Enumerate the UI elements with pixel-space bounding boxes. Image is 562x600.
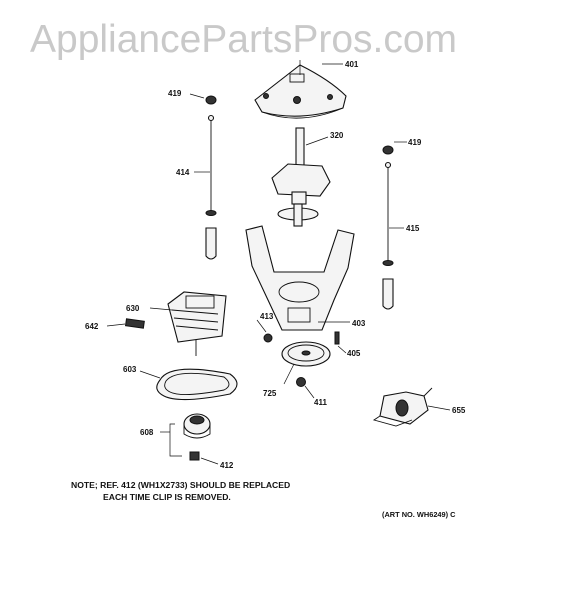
transmission-320[interactable]: 320	[271, 127, 344, 227]
clip-642[interactable]: 642	[85, 318, 145, 331]
cap-419-left[interactable]: 419	[168, 89, 217, 105]
nut-411[interactable]: 411	[296, 377, 328, 408]
label-603: 603	[123, 365, 137, 374]
pulley-725[interactable]: 725	[263, 341, 331, 398]
label-412: 412	[220, 461, 234, 470]
label-630: 630	[126, 304, 140, 313]
label-419-right: 419	[408, 138, 422, 147]
label-415: 415	[406, 224, 420, 233]
label-419-left: 419	[168, 89, 182, 98]
cover-401[interactable]: 401	[254, 60, 359, 119]
coupling-608[interactable]: 608	[140, 413, 211, 457]
motor-630[interactable]: 630	[126, 291, 227, 356]
clip-412[interactable]: 412	[189, 451, 234, 470]
watermark: AppliancePartsPros.com	[30, 18, 457, 61]
label-401: 401	[345, 60, 359, 69]
suspension-rod-414[interactable]: 414	[176, 114, 217, 260]
cap-419-right[interactable]: 419	[382, 138, 422, 155]
nut-413[interactable]: 413	[256, 312, 274, 343]
note-line-2: EACH TIME CLIP IS REMOVED.	[103, 492, 231, 502]
label-608: 608	[140, 428, 154, 437]
suspension-rod-415[interactable]: 415	[382, 161, 420, 310]
pump-655[interactable]: 655	[372, 387, 466, 427]
label-642: 642	[85, 322, 99, 331]
label-320: 320	[330, 131, 344, 140]
label-725: 725	[263, 389, 277, 398]
screw-405[interactable]: 405	[334, 331, 361, 358]
note-line-1: NOTE; REF. 412 (WH1X2733) SHOULD BE REPL…	[71, 480, 291, 490]
label-403: 403	[352, 319, 366, 328]
label-413: 413	[260, 312, 274, 321]
label-414: 414	[176, 168, 190, 177]
base-403[interactable]: 403	[245, 225, 366, 331]
belt-603[interactable]: 603	[123, 365, 238, 401]
art-number: (ART NO. WH6249) C	[382, 510, 456, 519]
label-405: 405	[347, 349, 361, 358]
label-655: 655	[452, 406, 466, 415]
label-411: 411	[314, 398, 327, 407]
